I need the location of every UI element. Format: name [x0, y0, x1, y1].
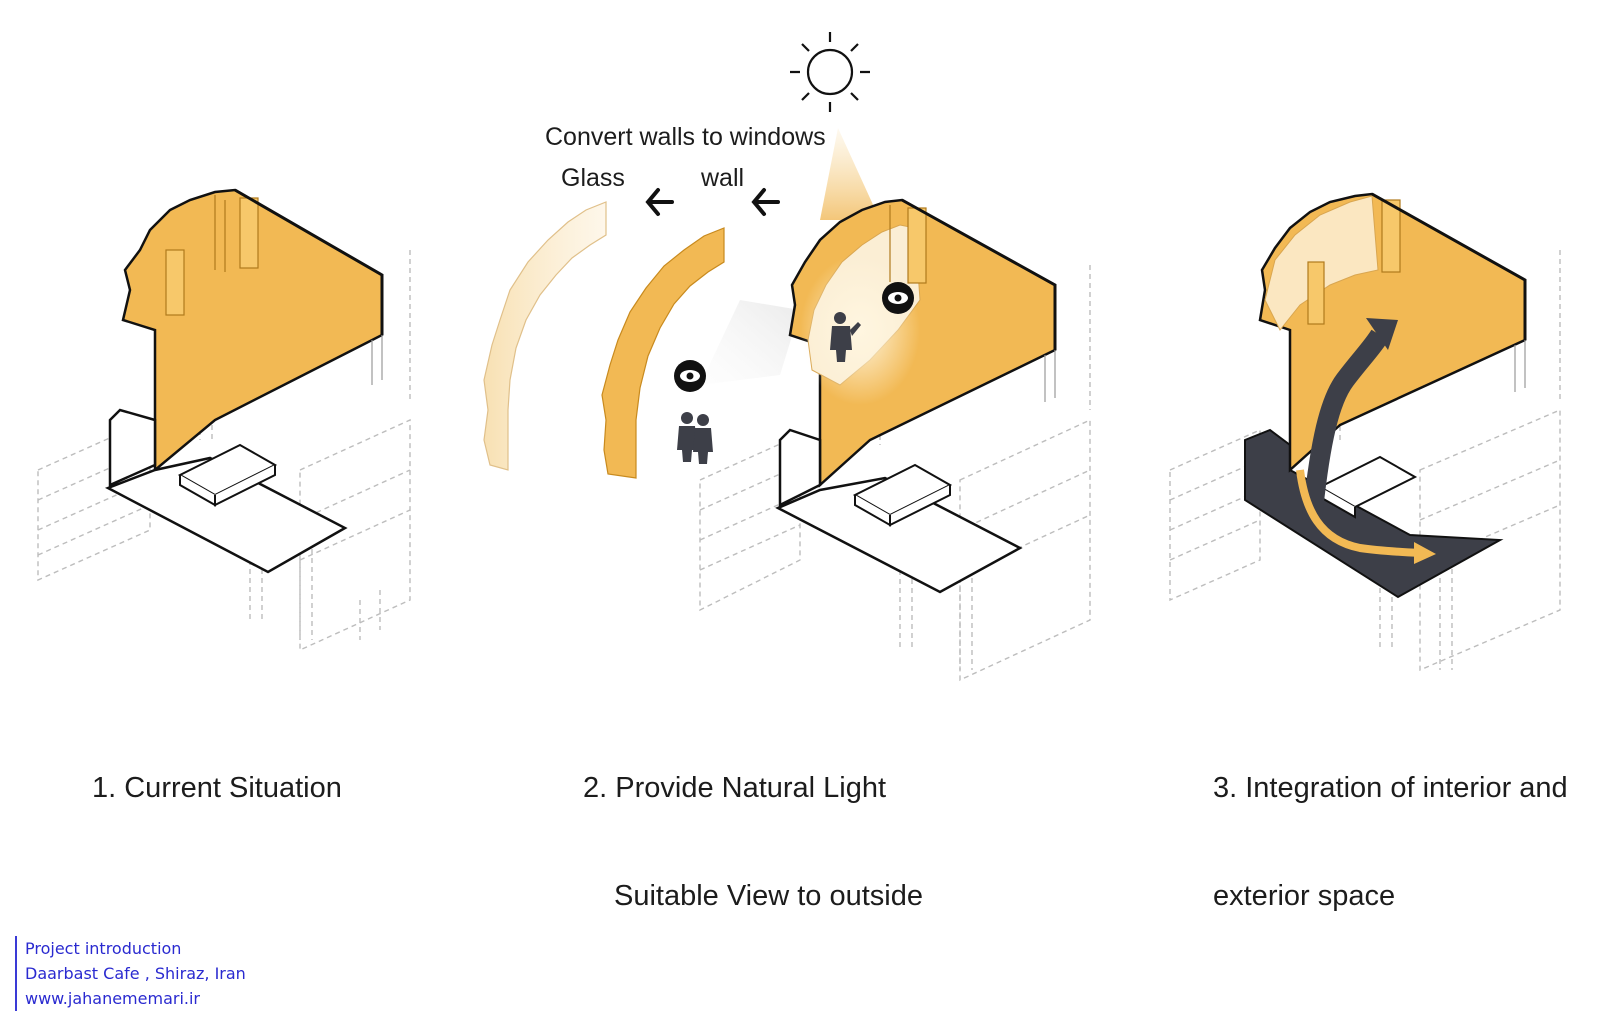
wall-thin-side [1514, 340, 1526, 392]
credits-line-1: Project introduction [25, 939, 182, 958]
wall-label: wall [700, 164, 744, 192]
context-lines [1169, 250, 1561, 672]
sun-icon [790, 32, 870, 112]
view-cone [700, 300, 800, 385]
wall-thin-side [371, 335, 383, 385]
convert-label: Convert walls to windows [545, 123, 826, 151]
flow-arrow-icon [1296, 469, 1436, 564]
wall-columns [1307, 199, 1401, 325]
bench [852, 463, 953, 527]
wall-columns [165, 195, 259, 316]
light-beam [820, 128, 880, 220]
bench [177, 443, 278, 507]
panel-2-diagram [483, 32, 1091, 682]
wall-top-edge [901, 198, 1057, 350]
arrow-left-icon [645, 188, 674, 216]
glass-label: Glass [561, 164, 625, 192]
caption-3-line-2: exterior space [1213, 880, 1396, 912]
panel-3-diagram [1169, 192, 1561, 672]
eye-icon [674, 360, 706, 392]
caption-3: 3. Integration of interior and exterior … [1213, 698, 1568, 950]
eye-icon [882, 282, 914, 314]
people-icon [677, 412, 713, 464]
person-icon [830, 312, 861, 362]
panel-1-diagram [37, 188, 411, 652]
light-spot [800, 255, 920, 405]
wall-top-edge [1371, 192, 1527, 340]
caption-3-line-1: 3. Integration of interior and [1213, 772, 1568, 804]
caption-2-line-1: 2. Provide Natural Light [583, 772, 887, 804]
context-lines [699, 265, 1091, 682]
flow-arrow-icon [1302, 318, 1398, 521]
glass-panel [483, 201, 607, 471]
wall-thin-side [1044, 350, 1056, 402]
credits-link[interactable]: www.jahanememari.ir [25, 989, 201, 1008]
wall-panel [601, 227, 725, 479]
arrow-left-icon [751, 188, 780, 216]
caption-2-line-2: Suitable View to outside [614, 880, 924, 912]
wall-top-edge [234, 188, 384, 335]
credits-line-2: Daarbast Cafe , Shiraz, Iran [25, 964, 246, 983]
caption-1: 1. Current Situation [92, 698, 342, 914]
caption-2: 2. Provide Natural Light Suitable View t… [583, 698, 923, 950]
credits-block: Project introduction Daarbast Cafe , Shi… [15, 936, 246, 1011]
caption-1-line-1: 1. Current Situation [92, 772, 342, 804]
dark-floor [1244, 428, 1504, 599]
